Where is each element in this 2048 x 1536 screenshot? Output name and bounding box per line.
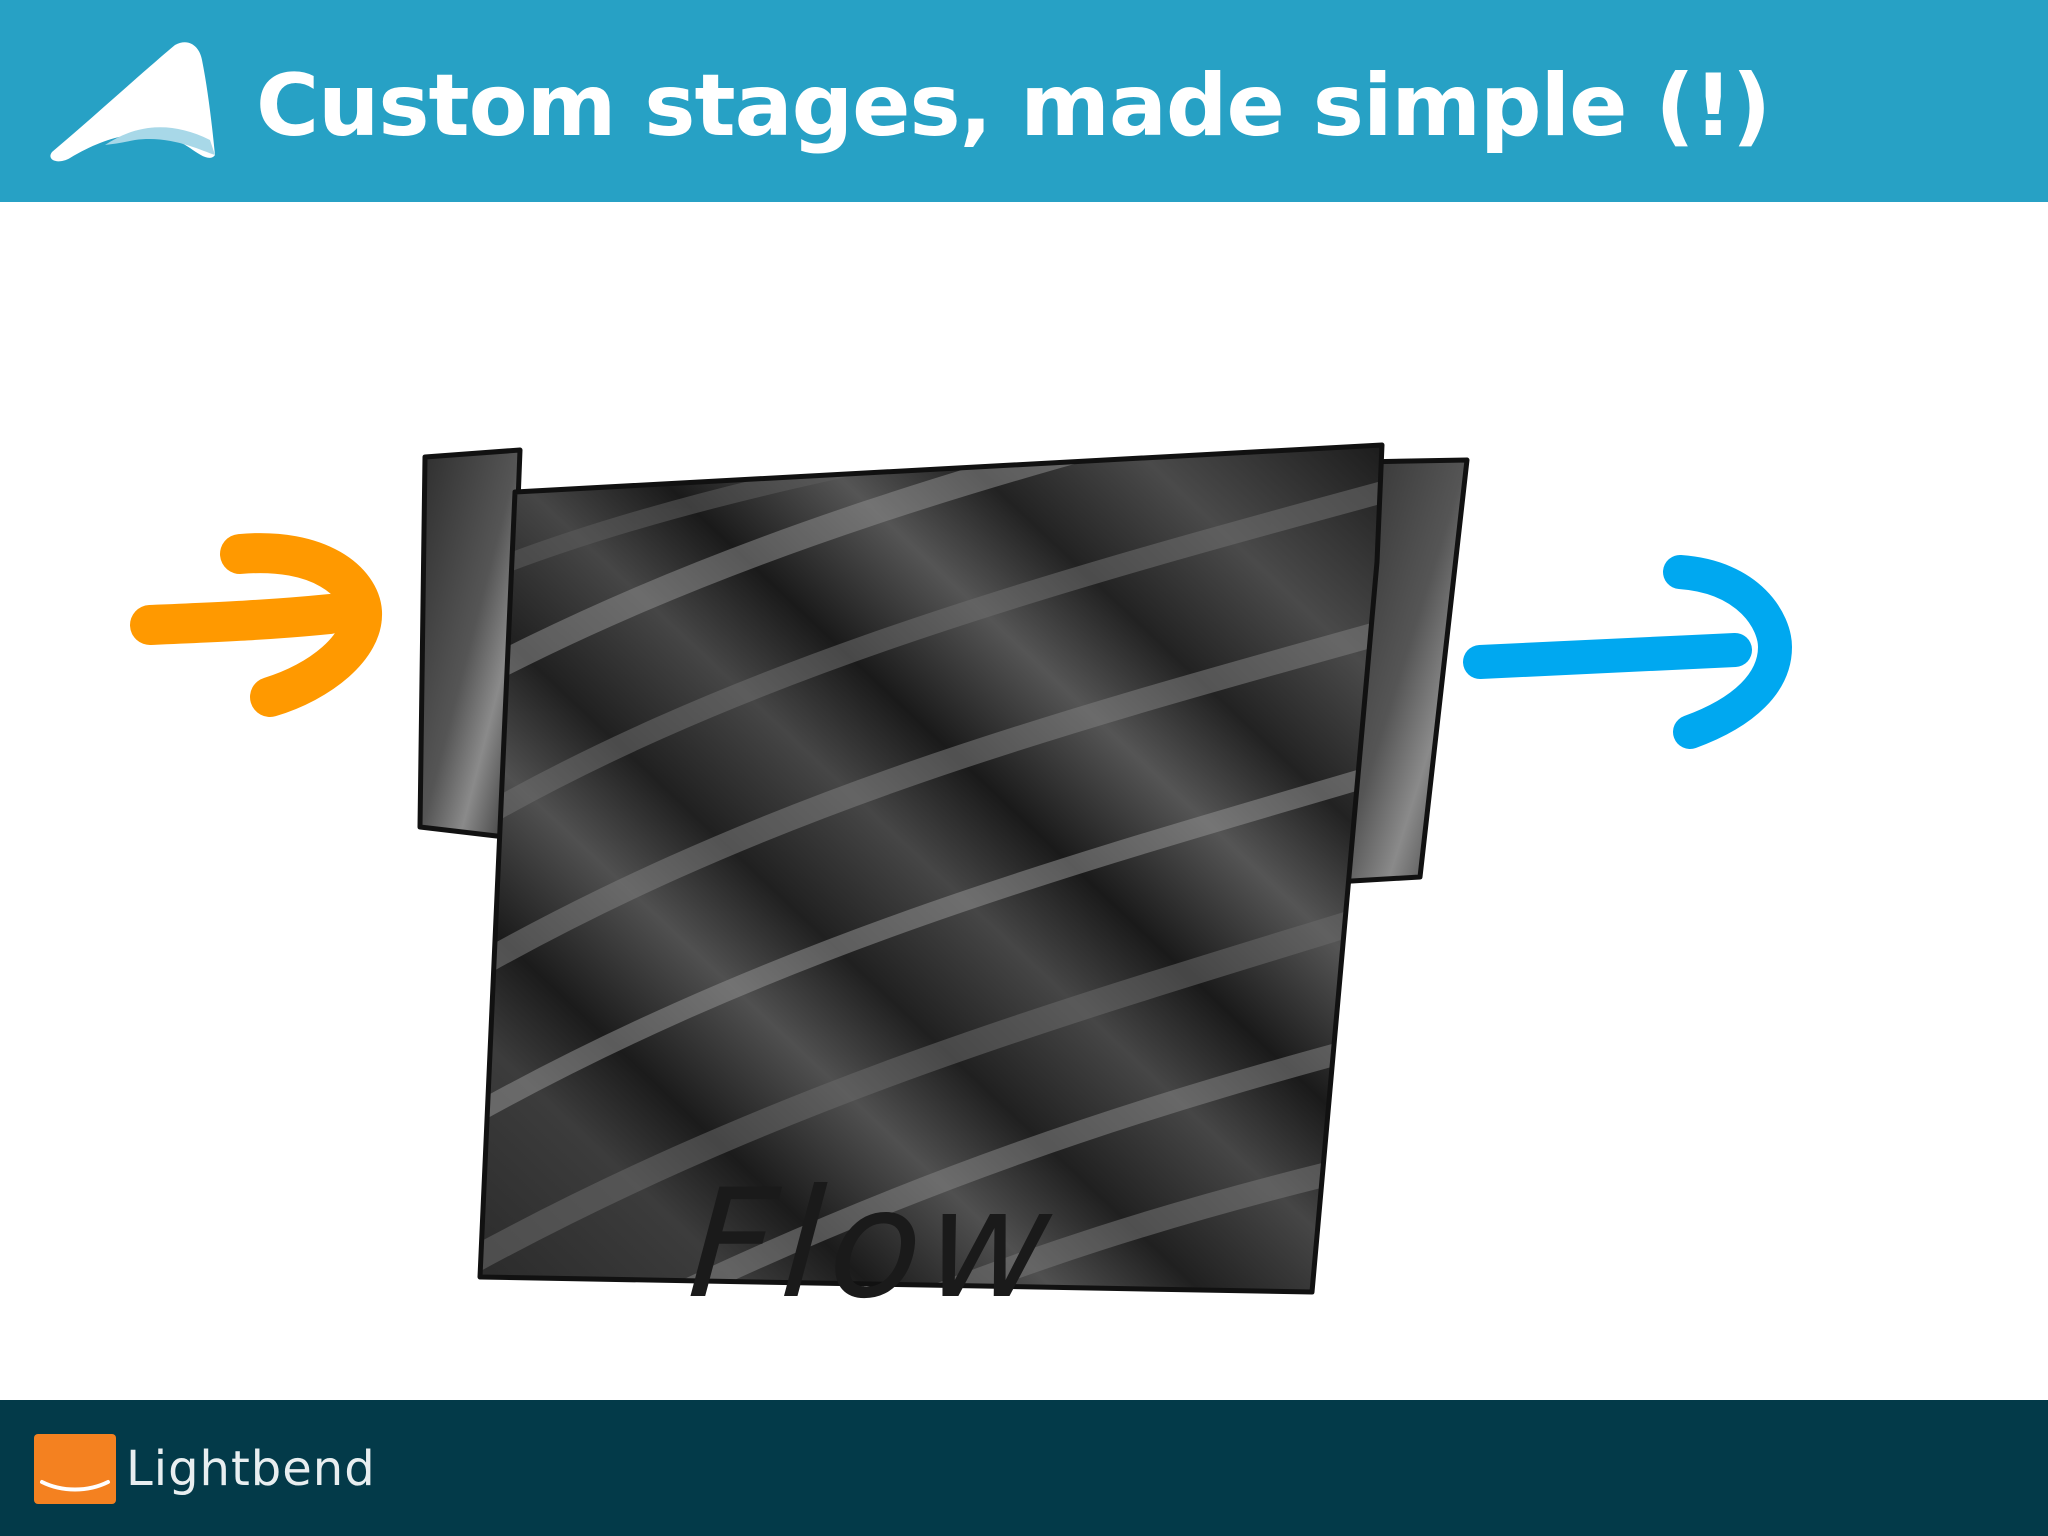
lightbend-logo-icon: [34, 1434, 116, 1504]
footer-brand: Lightbend: [126, 1441, 376, 1497]
akka-logo-icon: [50, 42, 215, 162]
input-arrow: [130, 533, 382, 717]
diagram-canvas: [0, 202, 2048, 1400]
output-arrow: [1463, 555, 1792, 749]
slide-footer: Lightbend: [0, 1400, 2048, 1536]
flow-box: [477, 442, 1385, 1295]
slide-header: Custom stages, made simple (!): [0, 0, 2048, 202]
flow-label: Flow: [683, 1158, 1063, 1332]
slide-title: Custom stages, made simple (!): [256, 56, 1771, 156]
flow-diagram: [130, 442, 1792, 1295]
